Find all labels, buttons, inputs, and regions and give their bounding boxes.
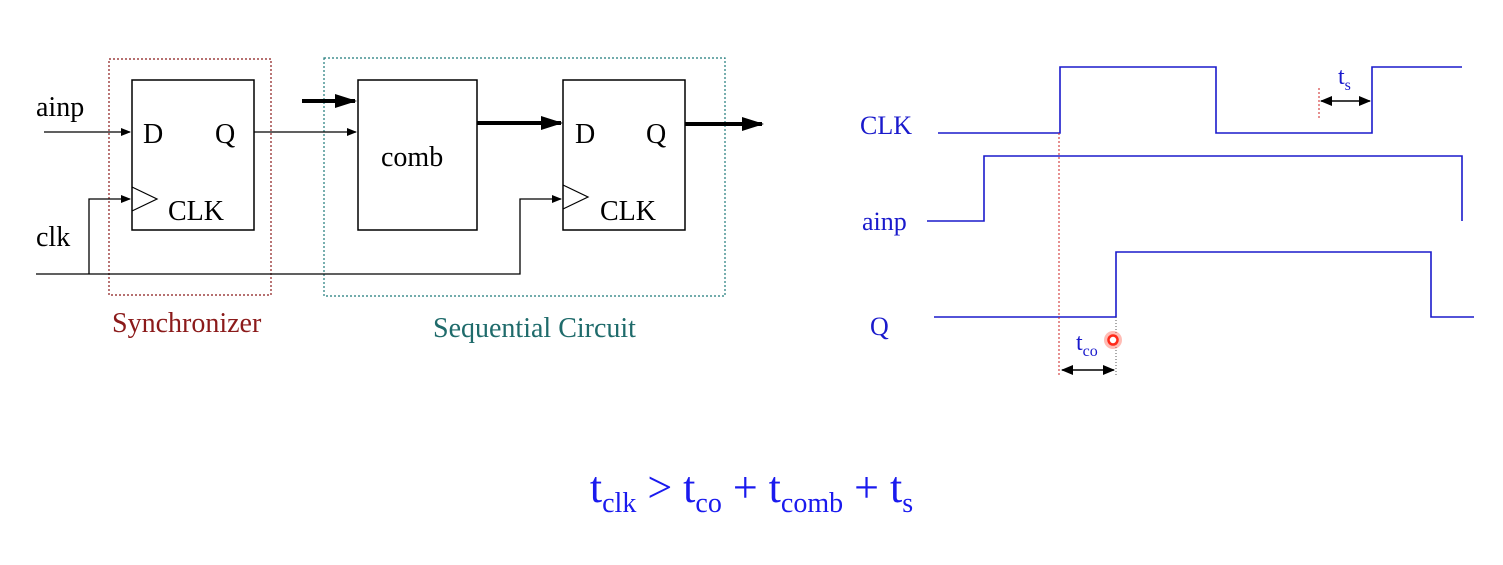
circuit-diagram: ainp clk D Q CLK comb D Q CLK Synchroniz… <box>36 57 764 344</box>
ff2-q-label: Q <box>646 119 666 150</box>
eq-t-comb: tcomb <box>768 463 844 519</box>
ff2-d-label: D <box>575 119 595 150</box>
ainp-label: ainp <box>36 92 84 123</box>
synchronizer-box <box>108 58 272 296</box>
q-waveform <box>934 251 1474 318</box>
eq-t-co: tco <box>683 463 722 519</box>
eq-t-s: ts <box>889 463 914 519</box>
timing-diagram: CLK ainp Q ts tco <box>860 64 1474 375</box>
ff1-clk-branch-wire <box>88 195 131 274</box>
timing-equation: tclk > tco + tcomb + ts <box>0 462 1503 520</box>
clk-signal-label: CLK <box>860 111 912 140</box>
ff1-q-label: Q <box>215 119 235 150</box>
ainp-signal-label: ainp <box>862 207 907 236</box>
ff2-clock-triangle <box>562 184 590 210</box>
flip-flop-1 <box>131 79 255 231</box>
clk-label: clk <box>36 222 70 253</box>
eq-plus-2: + <box>843 463 890 512</box>
sequential-circuit-box <box>323 57 726 297</box>
eq-t-clk: tclk <box>589 463 637 519</box>
eq-gt: > <box>636 463 684 512</box>
q-signal-label: Q <box>870 312 889 341</box>
pointer-ring <box>1107 334 1119 346</box>
ff1-clk-label: CLK <box>168 196 224 227</box>
eq-plus-1: + <box>721 463 769 512</box>
clk-wire <box>36 195 562 275</box>
comb-block <box>357 79 478 231</box>
comb-label: comb <box>381 142 443 173</box>
flip-flop-2 <box>562 79 686 231</box>
ff1-clock-triangle <box>131 186 159 212</box>
sequential-circuit-label: Sequential Circuit <box>433 313 636 344</box>
ff1-d-label: D <box>143 119 163 150</box>
synchronizer-label: Synchronizer <box>112 308 262 339</box>
ainp-waveform <box>927 155 1463 222</box>
clk-waveform <box>938 66 1462 134</box>
ts-label: ts <box>1338 64 1351 94</box>
tco-label: tco <box>1076 330 1098 360</box>
ff2-clk-label: CLK <box>600 196 656 227</box>
